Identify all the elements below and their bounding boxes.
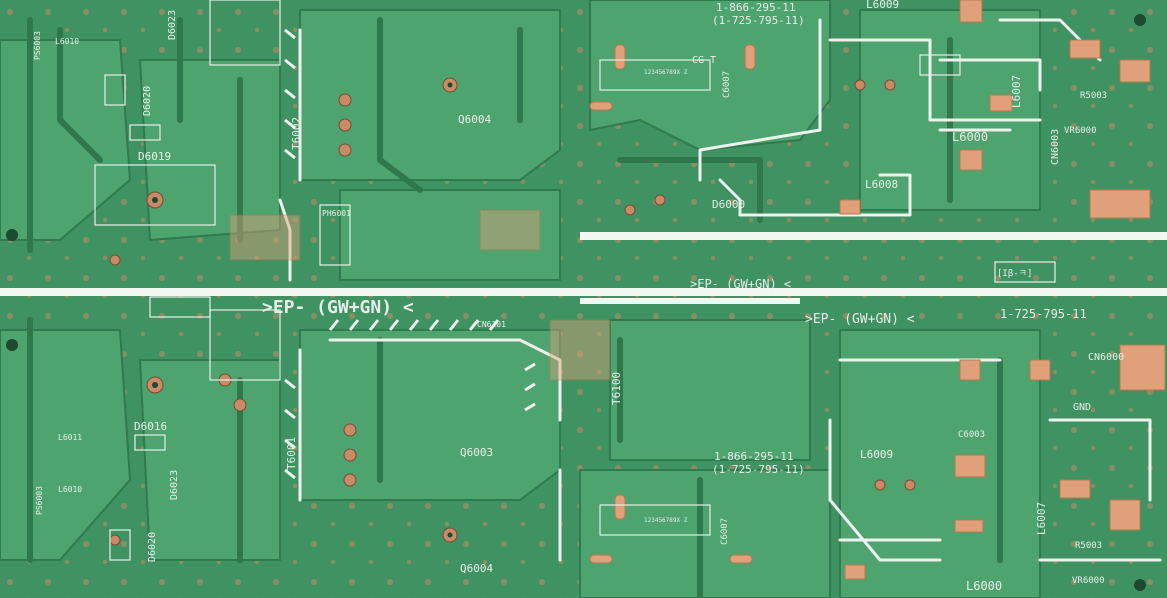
label-l6010-top: L6010 — [55, 37, 79, 46]
label-batch-top: 123456789X Z — [644, 69, 688, 76]
part-number-top: 1-866-295-11 — [716, 1, 795, 14]
label-gnd: GND — [1073, 402, 1091, 413]
label-d6019: D6019 — [138, 150, 171, 163]
model-label-left: >EP- (GW+GN) < — [262, 297, 414, 318]
part-number-mid: 1-866-295-11 — [714, 450, 793, 463]
label-c6007-bottom: C6007 — [720, 518, 730, 545]
label-t6002: T6002 — [290, 117, 303, 150]
label-q6004-top: Q6004 — [458, 113, 491, 126]
label-t6001: T6001 — [285, 437, 298, 470]
label-t6100: T6100 — [610, 372, 623, 405]
label-q6004-bottom: Q6004 — [460, 562, 493, 575]
label-q6003: Q6003 — [460, 446, 493, 459]
label-l6007-top: L6007 — [1010, 75, 1023, 108]
model-label-right: >EP- (GW+GN) < — [805, 312, 915, 327]
part-number-right: 1-725-795-11 — [1000, 307, 1087, 321]
label-cn6101: CN6101 — [477, 320, 506, 329]
label-cg-top: CG T — [692, 55, 716, 66]
label-r5003-top: R5003 — [1080, 91, 1107, 101]
label-l6000-bottom: L6000 — [966, 579, 1002, 593]
label-d6020-top: D6020 — [142, 86, 153, 116]
label-batch-bottom: 123456789X Z — [644, 517, 688, 524]
label-d6023-bottom: D6023 — [169, 470, 180, 500]
label-l6008: L6008 — [865, 178, 898, 191]
label-cn6003: CN6003 — [1050, 129, 1061, 165]
label-vr6000-bottom: VR6000 — [1072, 576, 1105, 586]
model-label-center: >EP- (GW+GN) < — [690, 277, 791, 291]
part-number-top-alt: (1-725-795-11) — [712, 14, 805, 27]
label-d6000: D6000 — [712, 198, 745, 211]
label-ps6003-top: PS6003 — [33, 31, 42, 60]
label-l6010-bottom: L6010 — [58, 485, 82, 494]
label-tag-top: [Iβ-ㅋ] — [997, 269, 1032, 279]
label-d6016: D6016 — [134, 420, 167, 433]
label-c6007-top: C6007 — [722, 71, 732, 98]
label-l6007-bottom: L6007 — [1035, 502, 1048, 535]
label-d6020-bottom: D6020 — [147, 532, 158, 562]
part-number-mid-alt: (1-725-795-11) — [712, 463, 805, 476]
label-vr6000-top: VR6000 — [1064, 126, 1097, 136]
label-d6023-top: D6023 — [167, 10, 178, 40]
label-cn6000: CN6000 — [1088, 352, 1124, 363]
label-l6009-top: L6009 — [866, 0, 899, 11]
panel-split-line — [0, 288, 1167, 296]
label-l6009: L6009 — [860, 448, 893, 461]
label-r5003-bottom: R5003 — [1075, 541, 1102, 551]
label-ph6001: PH6001 — [322, 209, 351, 218]
label-ps6003-bottom: PS6003 — [35, 486, 44, 515]
label-l6011: L6011 — [58, 433, 82, 442]
label-c6003: C6003 — [958, 430, 985, 440]
label-l6000-top: L6000 — [952, 130, 988, 144]
